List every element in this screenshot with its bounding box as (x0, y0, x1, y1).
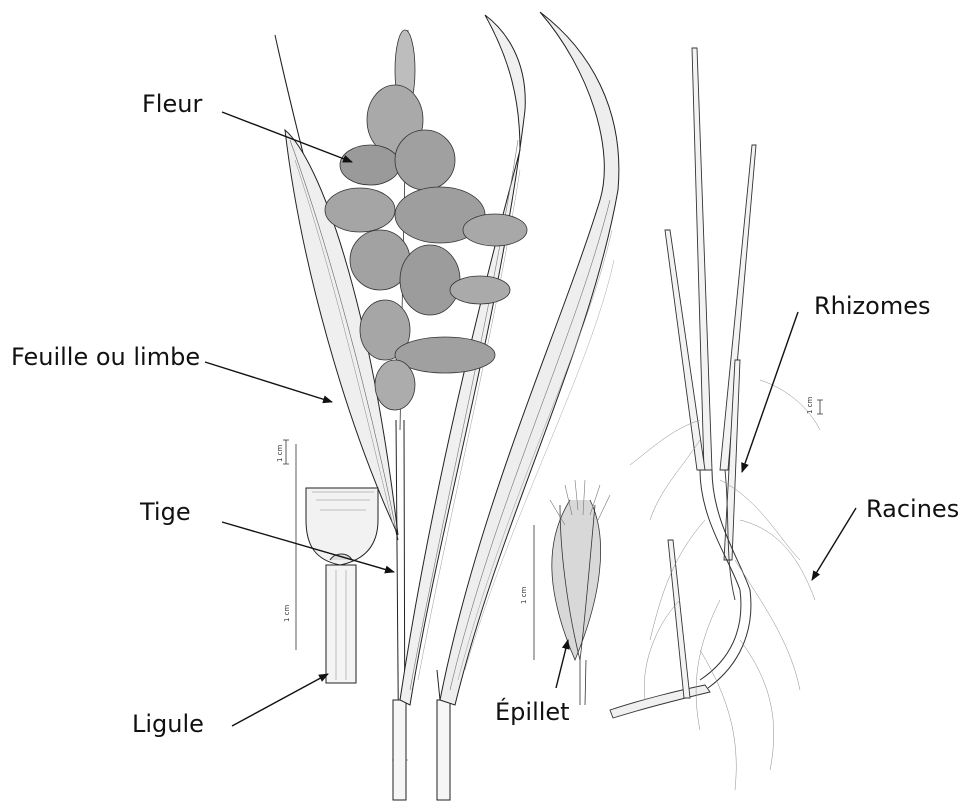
arrow-epillet (556, 640, 568, 688)
label-fleur: Fleur (142, 92, 202, 116)
label-feuille: Feuille ou limbe (11, 345, 200, 369)
label-epillet: Épillet (495, 700, 570, 724)
scale-label-ligule: 1 cm (283, 605, 291, 622)
arrow-feuille (205, 362, 332, 402)
arrow-racines (812, 508, 856, 580)
arrow-rhizomes (742, 312, 798, 472)
scale-label-main: 1 cm (276, 445, 284, 462)
second-stem (437, 700, 450, 800)
scale-label-rhizome: 1 cm (806, 397, 814, 414)
scale-label-epillet: 1 cm (520, 587, 528, 604)
label-racines: Racines (866, 497, 959, 521)
ligule-illustration (306, 488, 378, 683)
arrow-fleur (222, 112, 352, 162)
label-ligule: Ligule (132, 712, 204, 736)
label-rhizomes: Rhizomes (814, 294, 930, 318)
arrow-ligule (232, 674, 328, 726)
rhizome-illustration (610, 48, 820, 790)
spikelet-illustration (550, 480, 610, 705)
label-tige: Tige (140, 500, 191, 524)
